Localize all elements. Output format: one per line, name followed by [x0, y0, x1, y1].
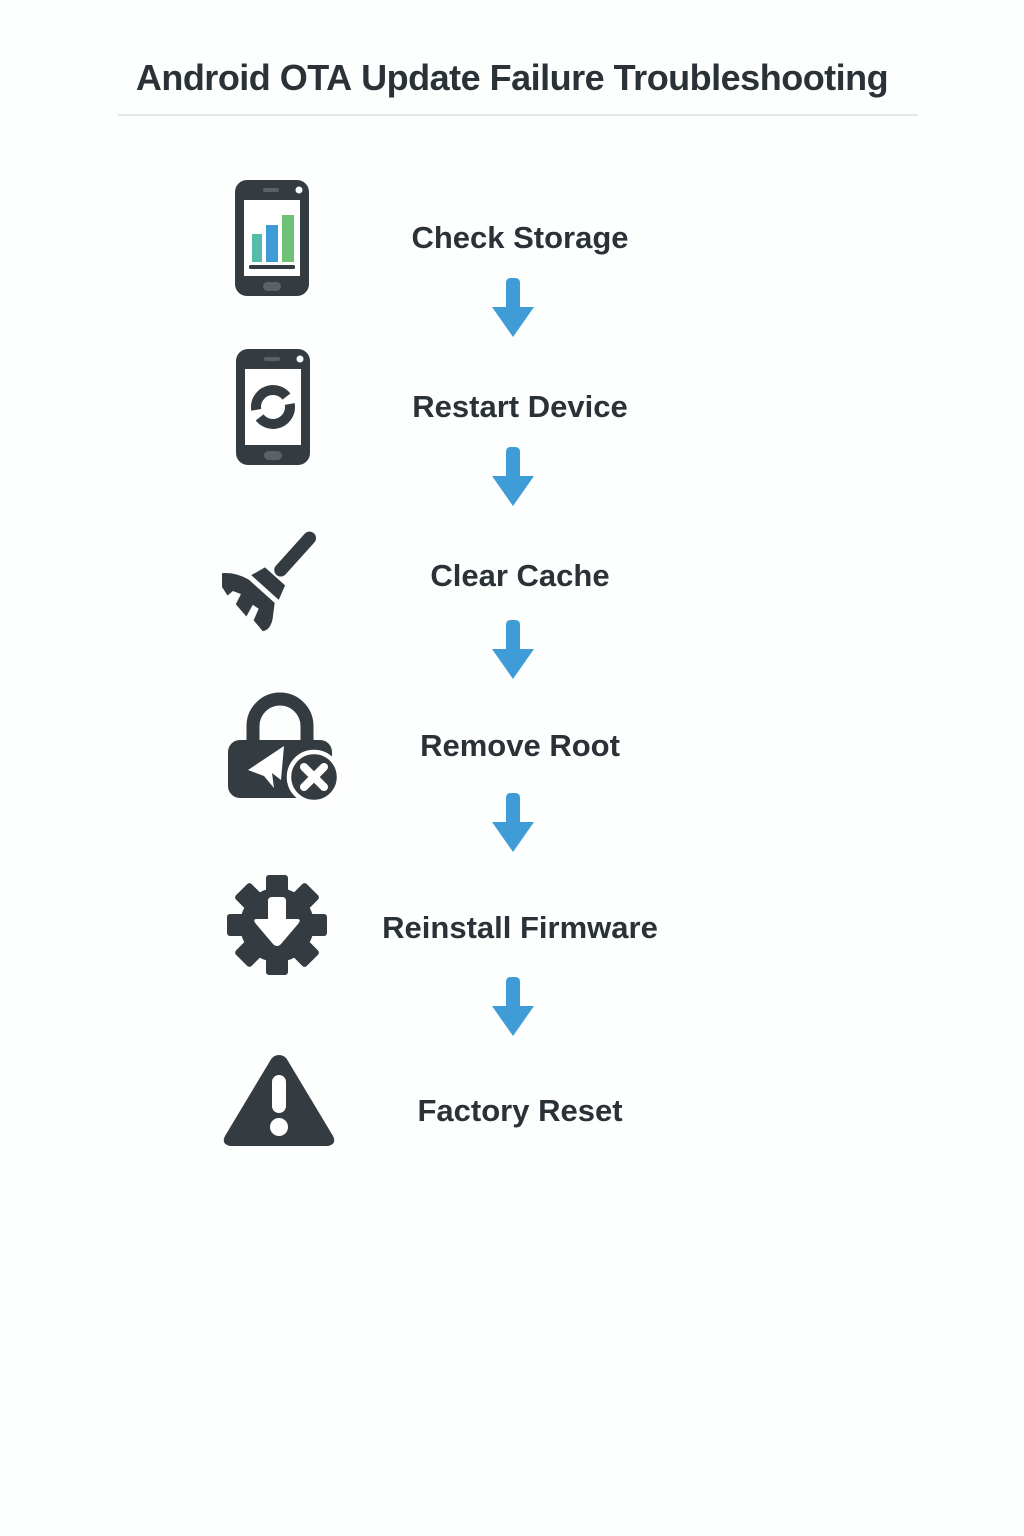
lock-no-root-icon [222, 690, 344, 807]
step-label-restart-device: Restart Device [412, 389, 628, 424]
phone-bar-chart-icon [233, 178, 311, 303]
broom-icon [217, 517, 322, 646]
gear-download-icon [225, 871, 329, 984]
phone-refresh-icon [234, 347, 312, 472]
down-arrow-icon [490, 446, 536, 508]
down-arrow-icon [490, 976, 536, 1038]
step-label-reinstall-firmware: Reinstall Firmware [382, 910, 658, 945]
down-arrow-icon [490, 277, 536, 339]
page-title: Android OTA Update Failure Troubleshooti… [0, 52, 1024, 104]
down-arrow-icon [490, 619, 536, 681]
page-title-emphasis: Android OTA [135, 57, 352, 98]
page-title-rest: Update Failure Troubleshooting [351, 57, 889, 98]
title-divider [118, 114, 918, 116]
step-label-check-storage: Check Storage [411, 220, 629, 255]
step-label-factory-reset: Factory Reset [417, 1093, 623, 1128]
down-arrow-icon [490, 792, 536, 854]
warning-triangle-icon [220, 1050, 338, 1157]
step-label-clear-cache: Clear Cache [430, 558, 610, 593]
step-label-remove-root: Remove Root [420, 728, 620, 763]
